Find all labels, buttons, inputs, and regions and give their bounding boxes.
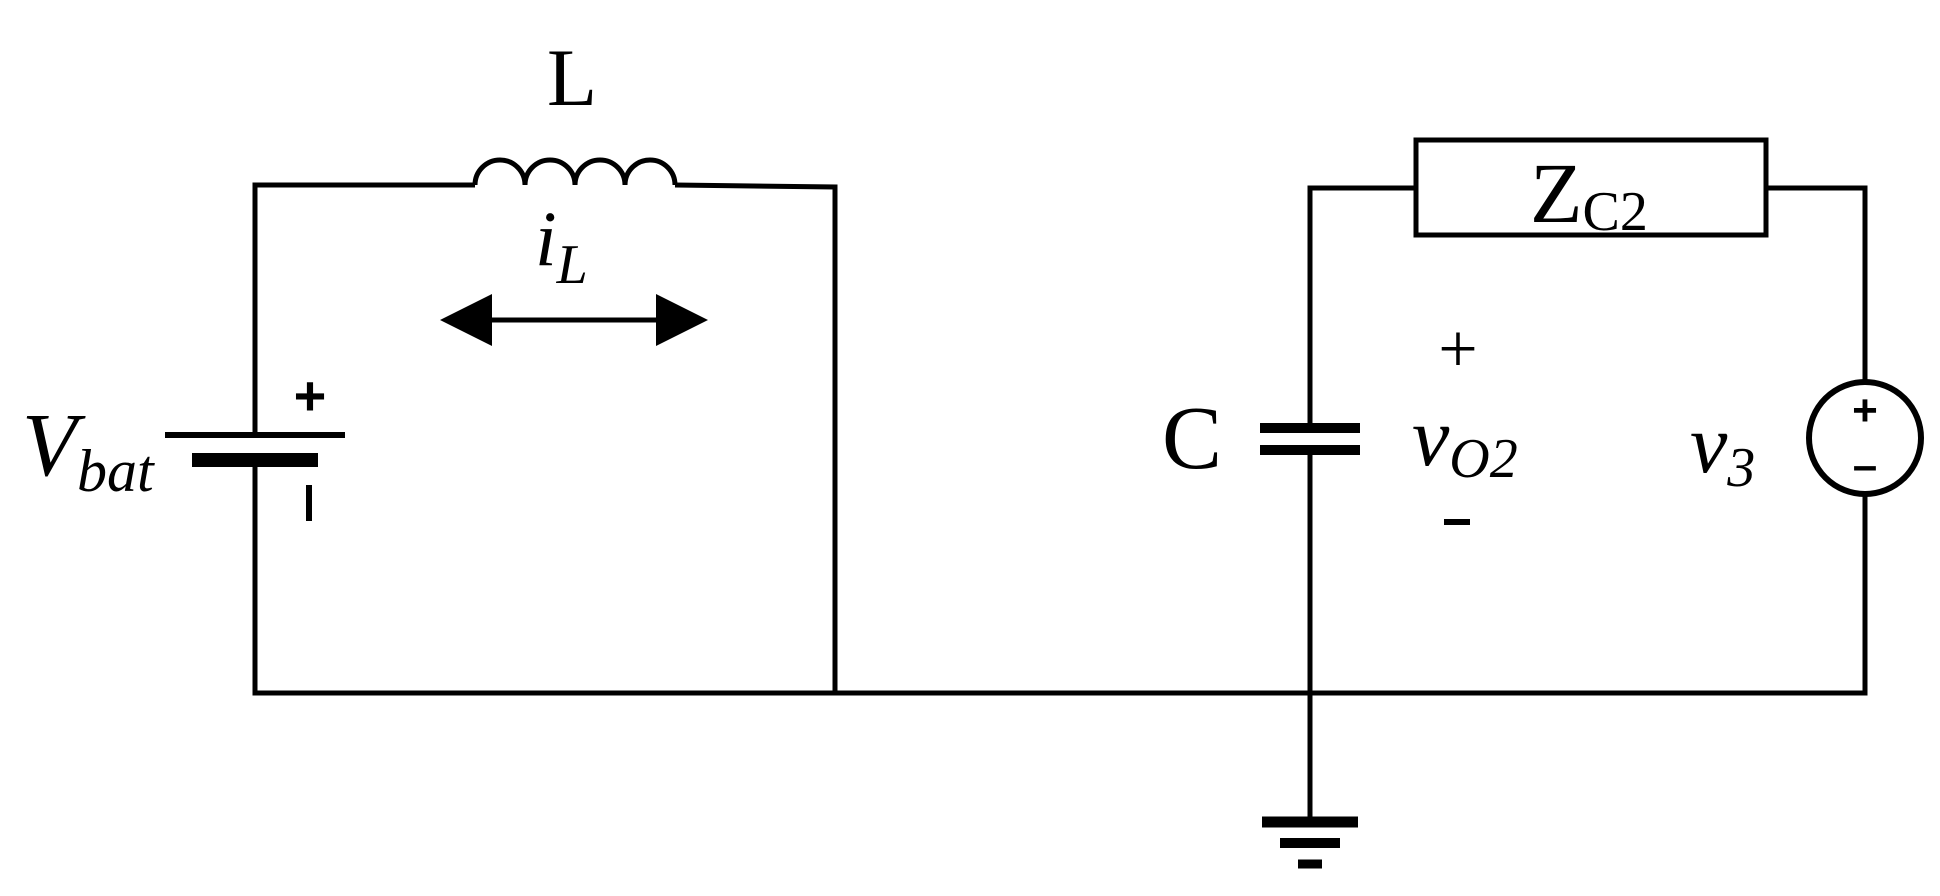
- right-loop-wires: [1307, 185, 1868, 696]
- output-voltage-subscript: O2: [1449, 428, 1517, 490]
- battery-label-symbol: V: [22, 396, 86, 495]
- inductor-current-label: iL: [535, 195, 588, 296]
- battery-label: Vbat: [22, 396, 155, 504]
- battery-plus-sign: +: [294, 364, 327, 427]
- source-voltage-symbol: v: [1690, 398, 1728, 491]
- output-voltage-label: vO2: [1412, 391, 1518, 490]
- inductor-current-subscript: L: [556, 234, 588, 296]
- source-plus-sign: +: [1852, 386, 1878, 435]
- source-minus-sign: –: [1853, 441, 1877, 490]
- left-loop-wires: [252, 182, 838, 696]
- impedance-subscript: C2: [1583, 181, 1648, 243]
- inductor-label: L: [547, 32, 597, 123]
- voltage-source: + –: [1806, 379, 1924, 497]
- battery-label-subscript: bat: [77, 438, 155, 504]
- source-voltage-subscript: 3: [1726, 437, 1755, 499]
- capacitor: [1260, 423, 1360, 455]
- impedance-symbol: Z: [1530, 145, 1583, 241]
- impedance-label: ZC2: [1530, 145, 1648, 243]
- source-voltage-label: v3: [1690, 398, 1755, 499]
- inductor-current-symbol: i: [535, 195, 557, 282]
- inductor: [472, 157, 678, 186]
- impedance-box: [1413, 137, 1769, 238]
- bidirectional-current-arrow: [440, 294, 708, 346]
- battery: [165, 358, 345, 530]
- ground-symbol: [1262, 693, 1358, 869]
- output-voltage-symbol: v: [1412, 391, 1450, 484]
- capacitor-label: C: [1162, 389, 1222, 488]
- output-voltage-plus: +: [1438, 311, 1477, 388]
